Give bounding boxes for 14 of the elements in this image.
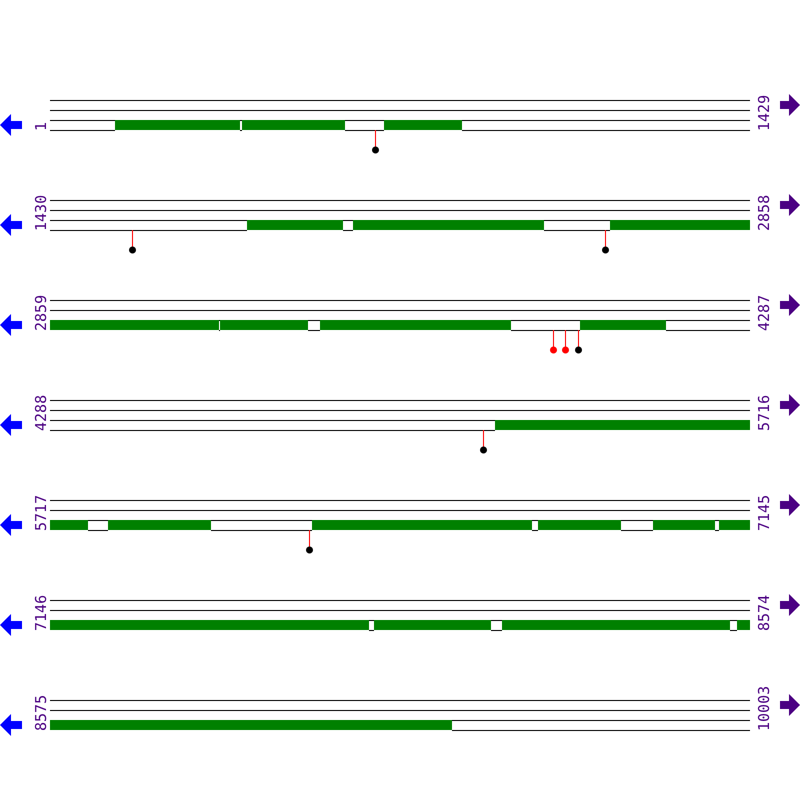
position-number: 4287 <box>757 294 772 331</box>
position-number: 1430 <box>34 194 49 231</box>
position-number: 4288 <box>34 394 49 431</box>
position-number: 2859 <box>34 294 49 331</box>
position-number: 10003 <box>757 686 772 731</box>
position-number: 8575 <box>34 694 49 731</box>
position-number: 2858 <box>757 194 772 231</box>
position-number: 7146 <box>34 594 49 631</box>
position-number: 5716 <box>757 394 772 431</box>
position-number: 5717 <box>34 494 49 531</box>
position-number: 8574 <box>757 594 772 631</box>
position-number: 7145 <box>757 494 772 531</box>
position-number: 1429 <box>757 94 772 131</box>
position-number: 1 <box>34 122 49 131</box>
